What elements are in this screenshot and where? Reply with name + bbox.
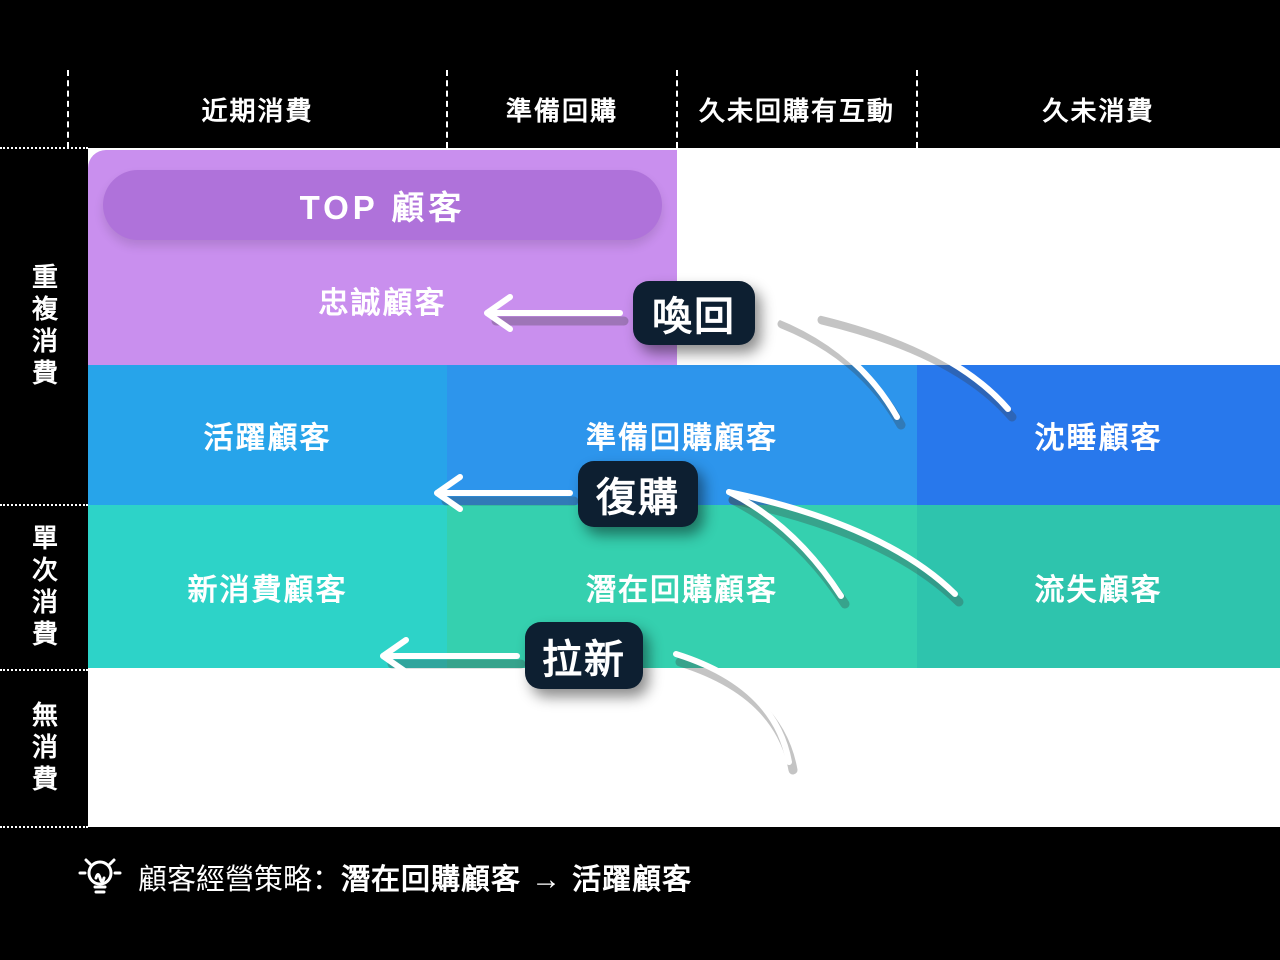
segment-ready-label: 準備回購顧客: [586, 422, 778, 455]
strategy-note: 顧客經營策略：潛在回購顧客 → 活躍顧客: [78, 850, 692, 904]
segment-potential-label: 潛在回購顧客: [586, 573, 778, 607]
column-header-long-inactive: 久未消費: [1042, 95, 1155, 126]
segment-lost-block: 流失顧客: [917, 505, 1280, 668]
note-to-segment: 活躍顧客: [572, 864, 693, 896]
lightbulb-icon: [78, 858, 122, 894]
segment-loyal-label: 忠誠顧客: [318, 287, 447, 320]
row-label-no-purchase: 無消費: [28, 700, 59, 797]
strategy-note-text: 顧客經營策略：潛在回購顧客 → 活躍顧客: [138, 856, 692, 898]
column-separator: [676, 70, 678, 148]
badge-acquire: 拉新: [525, 622, 643, 689]
column-separator: [67, 70, 69, 148]
column-header-recent: 近期消費: [201, 95, 314, 126]
row-separator: [0, 669, 88, 671]
column-header-inactive-engaged: 久未回購有互動: [698, 95, 895, 126]
segment-top-customer-pill: TOP 顧客: [103, 170, 662, 240]
segment-dormant-block: 沈睡顧客: [917, 365, 1280, 505]
note-from-segment: 潛在回購顧客: [341, 864, 522, 896]
row-label-single-purchase: 單次消費: [28, 523, 59, 652]
segment-new-customer-label: 新消費顧客: [187, 573, 348, 607]
row-label-repeat-purchase: 重複消費: [28, 262, 59, 391]
segment-potential-repurchase-block: 潛在回購顧客: [447, 505, 917, 668]
segment-active-label: 活躍顧客: [203, 422, 332, 455]
row-separator: [0, 826, 88, 828]
note-prefix: 顧客經營策略：: [138, 864, 342, 896]
column-separator: [446, 70, 448, 148]
column-header-ready: 準備回購: [505, 95, 618, 126]
row-separator: [0, 504, 88, 506]
segment-dormant-label: 沈睡顧客: [1034, 422, 1163, 455]
badge-repurchase: 復購: [578, 461, 698, 527]
segment-loyal-block: TOP 顧客 忠誠顧客: [88, 150, 677, 365]
right-arrow-glyph: →: [531, 863, 563, 896]
segment-new-customer-block: 新消費顧客: [88, 505, 447, 668]
segment-active-block: 活躍顧客: [88, 365, 447, 505]
segment-lost-label: 流失顧客: [1034, 573, 1163, 607]
row-separator: [0, 147, 88, 149]
column-separator: [916, 70, 918, 148]
badge-winback: 喚回: [633, 281, 755, 345]
